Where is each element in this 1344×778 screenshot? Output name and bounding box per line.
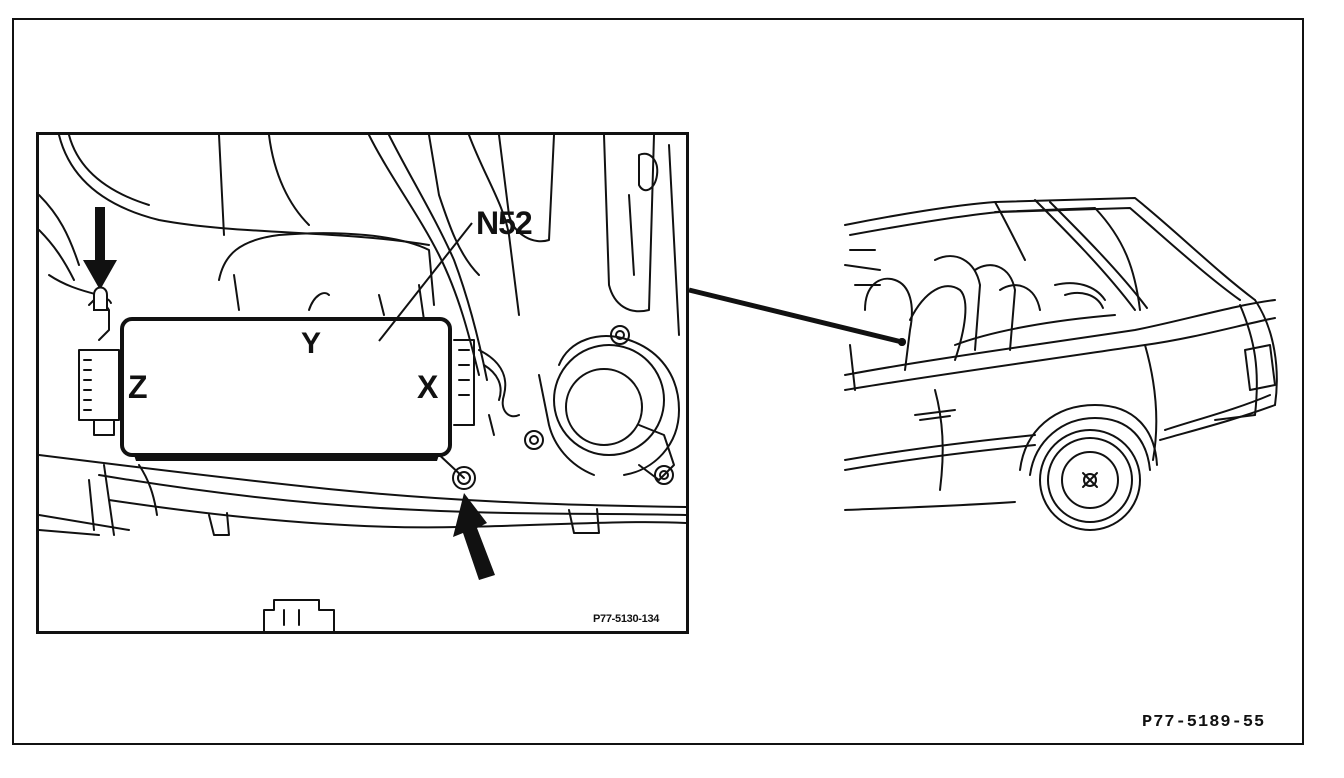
- wiring-harness: [58, 135, 430, 246]
- detail-view-panel: N52 Y Z X P77-5130-134: [36, 132, 689, 634]
- component-label-n52: N52: [476, 205, 533, 241]
- car-illustration: [844, 197, 1278, 531]
- side-label-y: Y: [301, 327, 322, 360]
- side-label-x: X: [417, 369, 439, 405]
- detail-reference-number: P77-5130-134: [593, 613, 660, 625]
- figure-reference-number: P77-5189-55: [1142, 713, 1266, 732]
- lower-clip: [263, 599, 335, 631]
- mounting-nut: [452, 466, 476, 490]
- up-arrow-icon: [453, 493, 495, 580]
- down-arrow-icon: [83, 207, 117, 311]
- side-label-z: Z: [128, 369, 148, 405]
- figure-frame: [12, 18, 1304, 745]
- detail-view-drawing: [39, 135, 686, 631]
- n52-leader-line: [378, 222, 473, 342]
